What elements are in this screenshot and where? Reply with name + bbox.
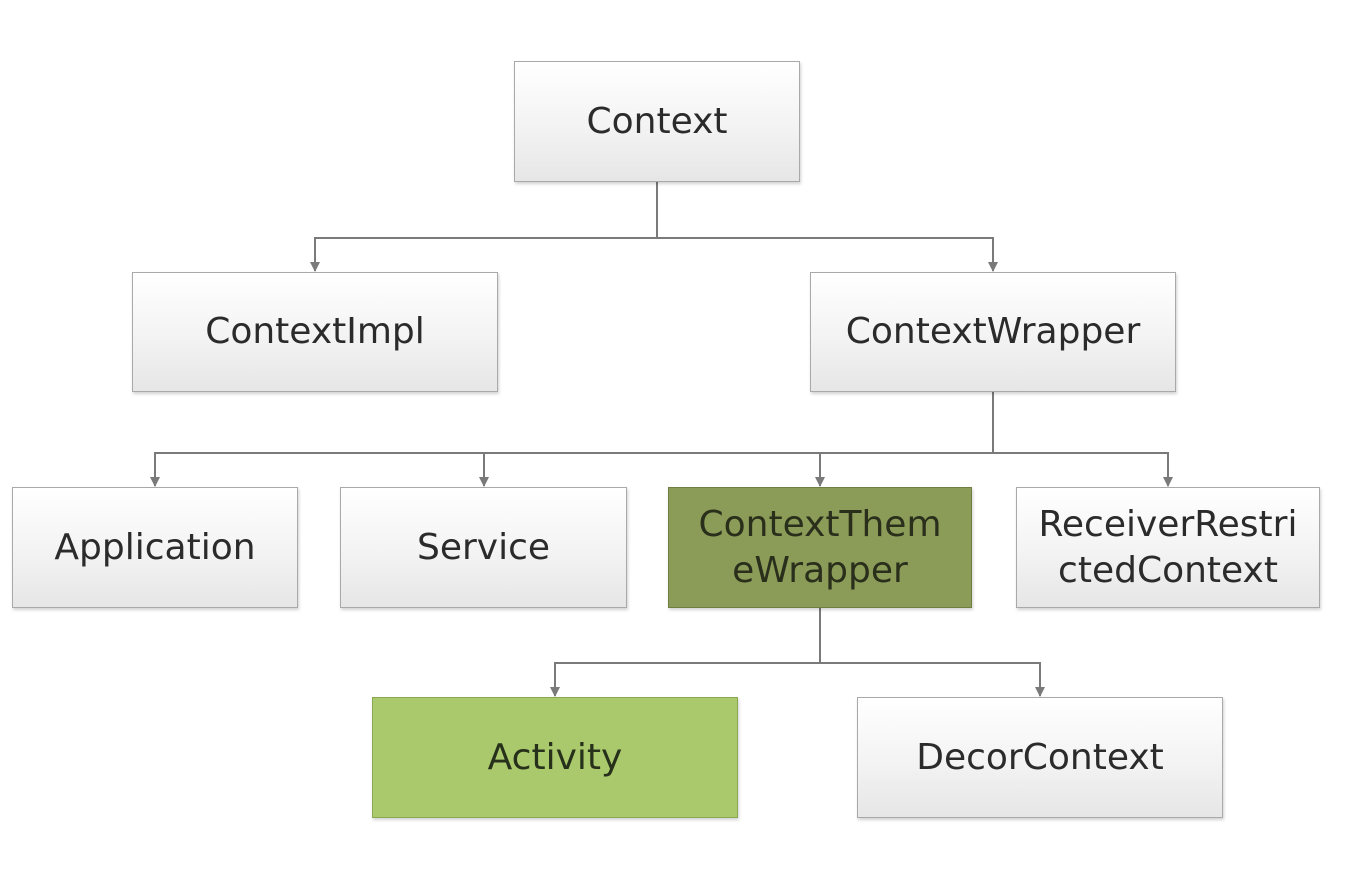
node-context-wrapper: ContextWrapper <box>810 272 1176 392</box>
connector-contextwrapper-to-application <box>150 452 993 487</box>
node-context-impl: ContextImpl <box>132 272 498 392</box>
node-service: Service <box>340 487 627 608</box>
node-service-label: Service <box>416 526 551 568</box>
node-decor-context-label: DecorContext <box>916 736 1164 778</box>
node-context-label: Context <box>586 100 728 142</box>
node-context-theme-wrapper-label: ContextThemeWrapper <box>698 503 942 591</box>
node-context-theme-wrapper: ContextThemeWrapper <box>668 487 972 608</box>
node-receiver-restricted-context-label: ReceiverRestrictedContext <box>1038 503 1298 591</box>
node-application: Application <box>12 487 298 608</box>
node-application-label: Application <box>54 526 256 568</box>
connector-contextthemewrapper-to-activity <box>550 662 820 697</box>
node-context: Context <box>514 61 800 182</box>
connector-contextwrapper-to-receiverrestrictedcontext <box>993 452 1173 487</box>
node-activity: Activity <box>372 697 738 818</box>
node-context-impl-label: ContextImpl <box>205 311 425 352</box>
connector-context-to-contextwrapper <box>657 237 998 272</box>
node-context-wrapper-label: ContextWrapper <box>845 311 1141 352</box>
node-activity-label: Activity <box>487 736 623 778</box>
connector-contextthemewrapper-to-decorcontext <box>820 662 1045 697</box>
node-receiver-restricted-context: ReceiverRestrictedContext <box>1016 487 1320 608</box>
connector-context-to-contextimpl <box>310 237 657 272</box>
node-decor-context: DecorContext <box>857 697 1223 818</box>
